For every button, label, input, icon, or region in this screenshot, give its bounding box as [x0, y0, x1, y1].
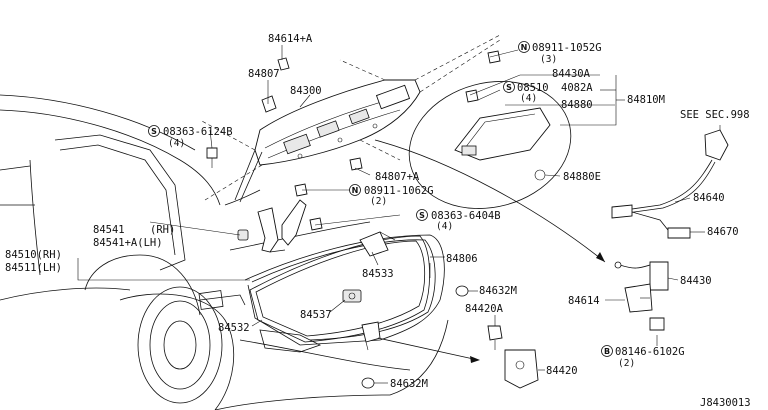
label-84614a: 84614+A — [268, 33, 313, 45]
label-08510: 08510 — [517, 82, 549, 94]
label-84807a: 84807+A — [375, 171, 420, 183]
qty-08510: (4) — [520, 93, 537, 104]
label-84541a-lh: 84541+A(LH) — [93, 237, 163, 249]
detail-arrow-lower — [377, 337, 480, 363]
screw-symbol-s1: S — [503, 81, 515, 93]
label-84510-rh: 84510(RH) — [5, 249, 62, 261]
striker-84533 — [359, 231, 396, 257]
qty-08911-1052g: (3) — [540, 54, 557, 65]
svg-text:S: S — [506, 83, 512, 92]
qty-08363-6124b: (4) — [168, 138, 185, 149]
label-84537: 84537 — [300, 309, 332, 321]
label-84430a: 84430A — [552, 68, 591, 80]
nut-symbol-n1: N — [518, 41, 530, 53]
car-body-outline — [0, 94, 449, 410]
label-84670: 84670 — [707, 226, 739, 238]
grommets-84632m — [361, 285, 469, 389]
qty-08363-6404b: (4) — [436, 221, 453, 232]
trunk-lid-84300 — [234, 79, 421, 203]
label-84806: 84806 — [446, 253, 478, 265]
screw-symbol-s2: S — [148, 125, 160, 137]
label-08363-6404b: 08363-6404B — [431, 210, 501, 222]
opener-cable-84640 — [611, 129, 729, 239]
svg-text:N: N — [352, 186, 359, 195]
bolt-symbol-b1: B — [601, 345, 613, 357]
detail-arrow-upper — [374, 139, 606, 263]
screw-symbol-s3: S — [416, 209, 428, 221]
qty-08911-1062g: (2) — [370, 196, 387, 207]
label-84532: 84532 — [218, 322, 250, 334]
label-84810m: 84810M — [627, 94, 665, 106]
label-84632m-mid: 84632M — [479, 285, 517, 297]
label-84533: 84533 — [362, 268, 394, 280]
svg-text:B: B — [604, 347, 610, 356]
trunk-lock-84532 — [361, 321, 381, 351]
label-84511-lh: 84511(LH) — [5, 262, 62, 274]
finisher-assembly-84810m — [408, 50, 572, 209]
label-08911-1062g: 08911-1062G — [364, 185, 434, 197]
label-84807-top: 84807 — [248, 68, 280, 80]
qty-08146-6102g: (2) — [618, 358, 635, 369]
label-84614: 84614 — [568, 295, 600, 307]
part-84537 — [342, 289, 362, 303]
svg-text:N: N — [521, 43, 528, 52]
label-see-sec-998: SEE SEC.998 — [680, 109, 750, 121]
label-84420a: 84420A — [465, 303, 504, 315]
svg-text:S: S — [151, 127, 157, 136]
label-84300: 84300 — [290, 85, 322, 97]
label-84640: 84640 — [693, 192, 725, 204]
trunk-latch-84420 — [487, 325, 539, 389]
diagram-id: J8430013 — [700, 397, 751, 409]
label-84632m-bot: 84632M — [390, 378, 428, 390]
label-08911-1052g: 08911-1052G — [532, 42, 602, 54]
weatherstrip-84806 — [249, 235, 430, 343]
label-84880: 84880 — [561, 99, 593, 111]
label-08363-6124b: 08363-6124B — [163, 126, 233, 138]
label-08146-6102g: 08146-6102G — [615, 346, 685, 358]
label-84420: 84420 — [546, 365, 578, 377]
label-84541-rh: (RH) — [150, 224, 175, 236]
leader-lines — [77, 45, 721, 384]
label-84880e: 84880E — [563, 171, 601, 183]
trunk-hinge-84510 — [257, 199, 307, 253]
label-4082a: 4082A — [561, 82, 593, 94]
leader-dashes-lid — [199, 34, 501, 201]
svg-text:S: S — [419, 211, 425, 220]
fasteners — [206, 57, 363, 231]
lock-actuator-84430 — [614, 261, 669, 331]
label-84541: 84541 — [93, 224, 125, 236]
nut-symbol-n2: N — [349, 184, 361, 196]
label-84430: 84430 — [680, 275, 712, 287]
